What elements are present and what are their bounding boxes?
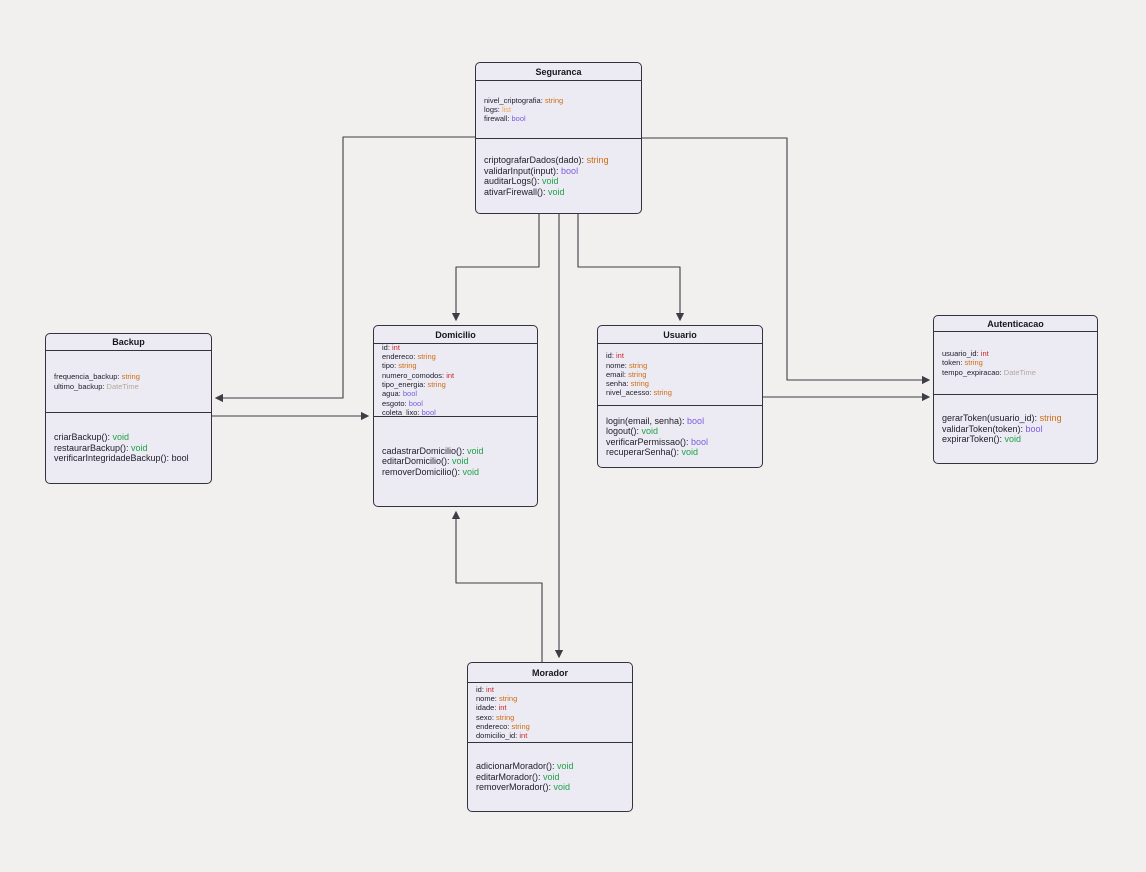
class-attribute: usuario_id: int: [942, 349, 989, 359]
class-title: Domicilio: [374, 326, 537, 344]
class-method: auditarLogs(): void: [484, 176, 559, 186]
class-method: logout(): void: [606, 426, 659, 436]
class-title: Seguranca: [476, 63, 641, 81]
class-attribute: endereco: string: [382, 352, 436, 362]
class-attribute: id: int: [382, 342, 400, 352]
class-attribute: sexo: string: [476, 712, 515, 722]
class-attribute: agua: bool: [382, 389, 418, 399]
class-title: Backup: [46, 334, 211, 351]
class-attribute: esgoto: bool: [382, 398, 423, 408]
class-title: Autenticacao: [934, 316, 1097, 332]
class-method: editarMorador(): void: [476, 771, 560, 782]
class-method: restaurarBackup(): void: [54, 442, 148, 453]
class-title: Morador: [468, 663, 632, 683]
class-attribute: idade: int: [476, 703, 507, 713]
class-method: validarInput(input): bool: [484, 165, 579, 176]
class-method: gerarToken(usuario_id): string: [942, 413, 1062, 424]
class-method: login(email, senha): bool: [606, 415, 705, 426]
class-attribute: firewall: bool: [484, 114, 526, 124]
class-method: ativarFirewall(): void: [484, 186, 565, 197]
class-method: criptografarDados(dado): string: [484, 155, 609, 165]
class-attribute: numero_comodos: int: [382, 370, 455, 380]
class-attribute: token: string: [942, 358, 983, 368]
class-attribute: id: int: [606, 351, 624, 361]
class-attribute: endereco: string: [476, 721, 530, 731]
connector-morador-domicilio: [451, 510, 543, 662]
class-attribute: tipo: string: [382, 361, 417, 371]
class-method: editarDomicilio(): void: [382, 456, 469, 467]
class-method: validarToken(token): bool: [942, 423, 1043, 434]
class-method: recuperarSenha(): void: [606, 447, 699, 457]
class-method: adicionarMorador(): void: [476, 761, 574, 772]
class-attribute: nivel_acesso: string: [606, 388, 672, 398]
class-attribute: email: string: [606, 369, 647, 379]
class-attribute: tempo_expiracao: DateTime: [942, 367, 1036, 377]
class-attribute: nome: string: [476, 693, 518, 703]
class-method: cadastrarDomicilio(): void: [382, 445, 484, 456]
class-method: removerDomicilio(): void: [382, 466, 480, 477]
class-attribute: logs: list: [484, 104, 512, 114]
connector-seguranca-domicilio: [451, 213, 540, 322]
class-attribute: domicilio_id: int: [476, 731, 528, 741]
class-title: Usuario: [598, 326, 762, 344]
class-method: verificarPermissao(): bool: [606, 436, 709, 447]
class-method: verificarIntegridadeBackup(): bool: [54, 453, 189, 464]
class-attribute: coleta_lixo: bool: [382, 407, 436, 417]
class-attribute: nome: string: [606, 360, 648, 370]
class-attribute: nivel_criptografia: string: [484, 95, 564, 105]
class-attribute: id: int: [476, 684, 494, 694]
class-attribute: frequencia_backup: string: [54, 372, 140, 382]
class-method: criarBackup(): void: [54, 432, 130, 443]
class-attribute: tipo_energia: string: [382, 380, 446, 389]
class-method: expirarToken(): void: [942, 434, 1022, 445]
class-attribute: senha: string: [606, 379, 649, 389]
class-attribute: ultimo_backup: DateTime: [54, 381, 139, 391]
class-method: removerMorador(): void: [476, 782, 571, 793]
connector-seguranca-usuario: [577, 213, 685, 322]
